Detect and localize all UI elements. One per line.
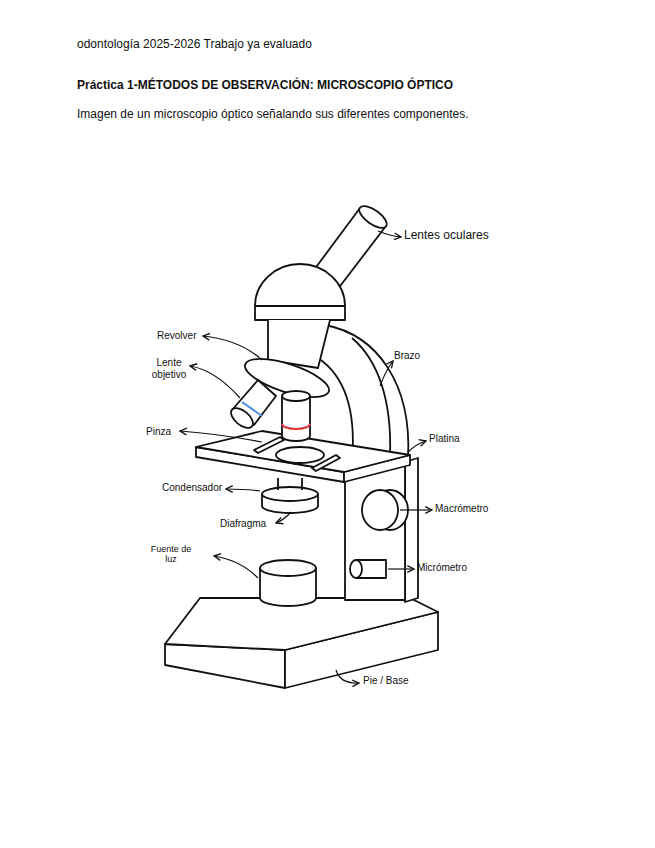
- part-label: Lente objetivo: [140, 357, 198, 380]
- page-header: odontología 2025-2026 Trabajo ya evaluad…: [77, 38, 312, 52]
- leader-line: [400, 509, 432, 510]
- stage-clip: [254, 437, 284, 453]
- part-label: Macrómetro: [435, 503, 488, 515]
- micrometer-knob: [350, 560, 362, 578]
- leader-line: [380, 361, 393, 386]
- part-label: Revolver: [157, 330, 196, 342]
- condenser-column: [277, 478, 279, 490]
- part-label: Platina: [429, 433, 460, 445]
- objective-top: [282, 391, 310, 401]
- page-title: Práctica 1-MÉTODOS DE OBSERVACIÓN: MICRO…: [77, 79, 453, 93]
- part-label: Pinza: [146, 426, 171, 438]
- leader-line: [408, 441, 426, 452]
- head-dome: [255, 264, 345, 306]
- part-label: Fuente de luz: [146, 544, 196, 565]
- objective-band: [242, 402, 262, 416]
- part-label: Condensador: [162, 482, 222, 494]
- column: [345, 462, 405, 600]
- leader-line: [388, 568, 414, 569]
- page-subtitle: Imagen de un microscopio óptico señaland…: [77, 108, 469, 122]
- leader-line: [190, 366, 240, 398]
- stage-clip: [312, 455, 340, 471]
- leader-line: [203, 336, 262, 360]
- leader-line: [336, 670, 359, 683]
- part-label: Diafragma: [220, 518, 266, 530]
- condenser-column: [301, 478, 303, 490]
- part-label: Brazo: [394, 350, 420, 362]
- column-side: [405, 458, 418, 602]
- part-label: Pie / Base: [363, 675, 409, 687]
- part-label: Lentes oculares: [404, 229, 489, 243]
- light-source-top: [260, 560, 316, 576]
- arm-inner: [352, 338, 390, 456]
- eyepiece-end: [356, 202, 390, 232]
- part-label: Micrómetro: [417, 562, 467, 574]
- base-front-left: [165, 644, 285, 688]
- objective-lens: [282, 396, 310, 441]
- macrometer-knob: [362, 490, 398, 530]
- leader-line: [214, 556, 258, 578]
- head-band: [255, 306, 345, 320]
- leader-line: [226, 489, 260, 491]
- stage-hole: [276, 447, 324, 463]
- leader-line: [180, 431, 262, 442]
- objective-band: [282, 424, 310, 429]
- leader-line: [378, 231, 401, 237]
- condenser-top: [262, 487, 318, 501]
- leader-line: [276, 512, 291, 523]
